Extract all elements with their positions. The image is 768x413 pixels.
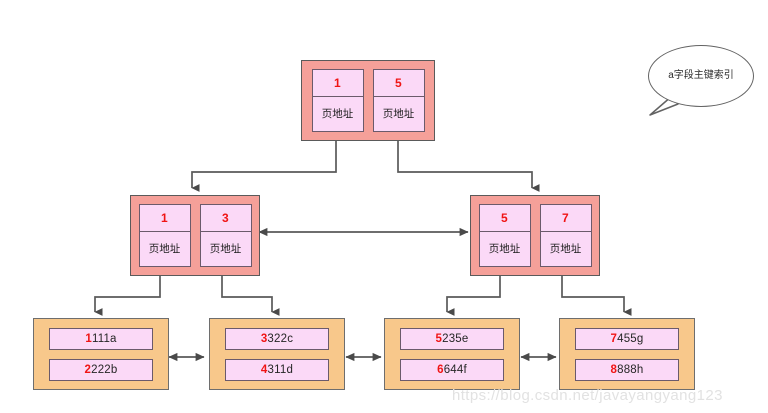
- leaf-3-row-1-highlight: 6: [437, 363, 444, 376]
- leaf-3-row-0-rest: 235e: [442, 332, 469, 345]
- leaf-1-row-0-rest: 111a: [91, 332, 117, 345]
- leaf-4-row-0-highlight: 7: [610, 332, 618, 345]
- root-cell-0[interactable]: 1 页地址: [311, 69, 364, 132]
- internal-node-right[interactable]: 5 页地址 7 页地址: [470, 195, 600, 276]
- internal-right-cell-1-key: 7: [540, 205, 591, 232]
- leaf-1-row-0-highlight: 1: [85, 332, 92, 345]
- callout-text: a字段主键索引: [668, 70, 734, 81]
- edge-root-to-internal-right: [397, 141, 540, 192]
- leaf-4-row-1-rest: 888h: [617, 363, 644, 376]
- leaf-2-row-0-highlight: 3: [260, 332, 268, 345]
- leaf-3-row-0-highlight: 5: [435, 332, 443, 345]
- root-cell-1[interactable]: 5 页地址: [372, 69, 425, 132]
- edge-internal-left-to-leaf-1: [94, 276, 161, 316]
- internal-right-cell-0-key: 5: [479, 205, 530, 232]
- internal-left-cell-0-key: 1: [139, 205, 190, 232]
- leaf-4-row-0-rest: 455g: [617, 332, 644, 345]
- root-cell-1-key: 5: [373, 70, 424, 97]
- leaf-1-row-1-highlight: 2: [84, 363, 92, 376]
- root-cell-0-pointer: 页地址: [321, 108, 354, 120]
- leaf-4-row-1-highlight: 8: [610, 363, 618, 376]
- internal-left-cell-1-key: 3: [200, 205, 251, 232]
- internal-left-cell-0-pointer: 页地址: [148, 243, 181, 255]
- internal-node-left[interactable]: 1 页地址 3 页地址: [130, 195, 260, 276]
- leaf-2-row-1-rest: 311d: [267, 363, 294, 376]
- leaf-2-row-1-highlight: 4: [260, 363, 268, 376]
- internal-right-cell-0-pointer: 页地址: [488, 243, 521, 255]
- internal-left-cell-0[interactable]: 1 页地址: [138, 204, 191, 267]
- internal-left-cell-1-pointer: 页地址: [209, 243, 242, 255]
- edge-internal-left-to-leaf-2: [221, 276, 280, 316]
- edge-internal-right-to-leaf-4: [561, 276, 632, 316]
- leaf-1-row-1-rest: 222b: [91, 363, 118, 376]
- internal-right-cell-1-pointer: 页地址: [549, 243, 582, 255]
- root-cell-0-key: 1: [312, 70, 363, 97]
- internal-right-cell-0[interactable]: 5 页地址: [478, 204, 531, 267]
- root-cell-1-pointer: 页地址: [382, 108, 415, 120]
- edge-root-to-internal-left: [191, 141, 337, 192]
- callout-bubble: a字段主键索引: [648, 45, 754, 107]
- internal-right-cell-1[interactable]: 7 页地址: [539, 204, 592, 267]
- internal-left-cell-1[interactable]: 3 页地址: [199, 204, 252, 267]
- watermark-text: https://blog.csdn.net/javayangyang123: [452, 387, 723, 404]
- leaf-2-row-0-rest: 322c: [267, 332, 294, 345]
- leaf-3-row-1-rest: 644f: [443, 363, 467, 376]
- edge-internal-right-to-leaf-3: [446, 276, 501, 316]
- root-node[interactable]: 1 页地址 5 页地址: [301, 60, 435, 141]
